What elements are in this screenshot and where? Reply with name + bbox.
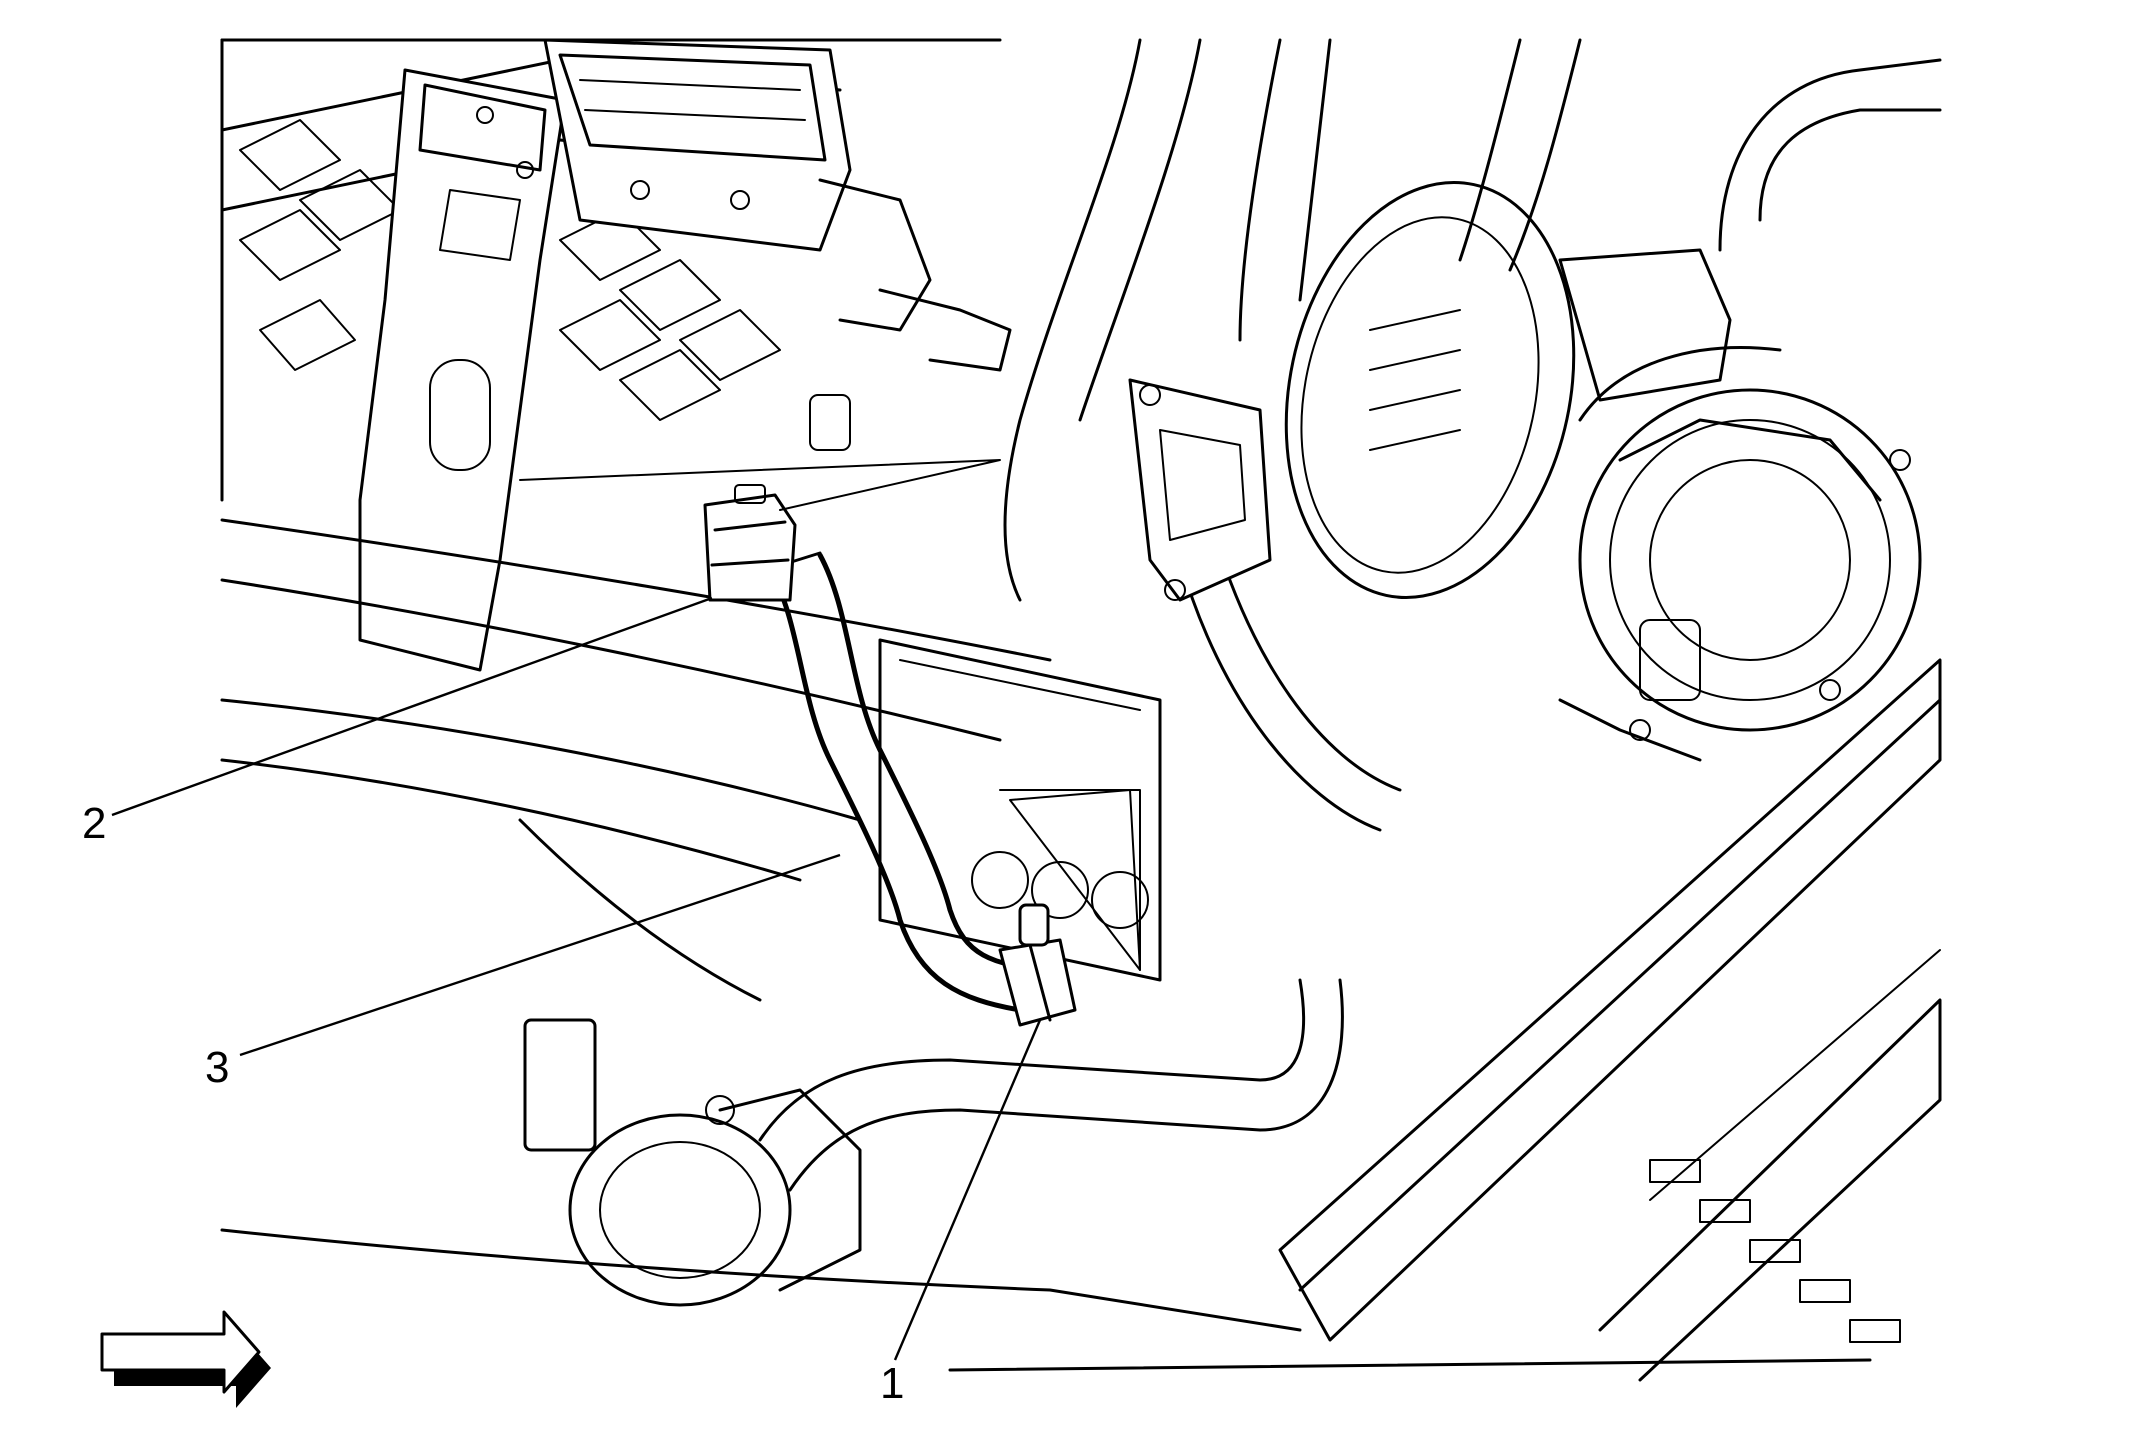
auxiliary-pump [523,978,1344,1307]
leader-line-1 [893,1019,1042,1361]
leader-lines [111,459,1141,1361]
right-arrow-icon [100,1310,271,1408]
leader-line-2 [111,596,713,817]
heater-hose [767,551,1053,1013]
fan-shroud-and-hoses [1003,38,1942,832]
frame-rails [220,518,1942,1382]
hose-clamp [998,903,1077,1027]
callout-3: 3 [205,1043,229,1092]
radiator-support-bracket [220,38,1002,672]
callout-2: 2 [82,799,106,848]
coolant-pump-motor [1558,248,1922,762]
leader-line-3 [239,853,841,1057]
callout-1: 1 [880,1359,904,1408]
quick-connector [703,484,797,602]
control-module [543,38,1012,451]
